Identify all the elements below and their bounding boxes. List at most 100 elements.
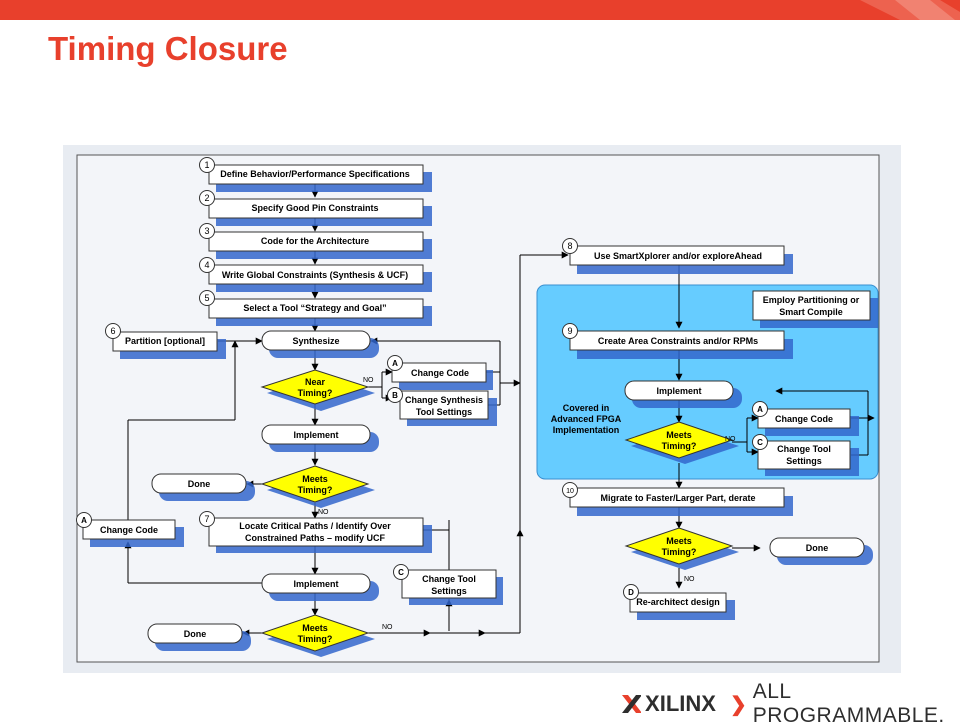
- decision-meets-timing-2: Meets Timing?: [260, 614, 375, 657]
- meets-2-line2: Timing?: [298, 634, 333, 644]
- terminal-synthesize: Synthesize: [261, 330, 379, 358]
- step-4-global-constraints: 4 Write Global Constraints (Synthesis & …: [199, 257, 432, 292]
- implement-3-label: Implement: [656, 386, 701, 396]
- step-10-number: 10: [566, 488, 574, 495]
- a1-label: Change Code: [411, 368, 469, 378]
- step-5-number: 5: [204, 293, 209, 303]
- side-box-rearchitect-d1: D Re-architect design: [623, 584, 735, 620]
- step-7-number: 7: [204, 514, 209, 524]
- no-label-near: NO: [363, 377, 374, 384]
- step-1-number: 1: [204, 160, 209, 170]
- no-label-meets1: NO: [318, 509, 329, 516]
- xilinx-logo-icon: [622, 695, 642, 713]
- footer-tagline: ALL PROGRAMMABLE.: [752, 680, 945, 727]
- c2-line2: Settings: [786, 456, 822, 466]
- step-5-select-tool: 5 Select a Tool “Strategy and Goal”: [199, 290, 432, 326]
- side-box-change-tool-c1: C Change Tool Settings: [393, 564, 503, 605]
- decision-meets-timing-3: Meets Timing?: [624, 421, 739, 464]
- step-7-label-line1: Locate Critical Paths / Identify Over: [239, 521, 391, 531]
- terminal-implement-2: Implement: [261, 573, 379, 601]
- step-10-label: Migrate to Faster/Larger Part, derate: [600, 493, 755, 503]
- terminal-done-3: Done: [769, 537, 873, 565]
- side-box-change-code-a2: A Change Code: [76, 512, 184, 547]
- step-2-number: 2: [204, 193, 209, 203]
- synthesize-label: Synthesize: [292, 336, 339, 346]
- decision-meets-timing-1: Meets Timing?: [260, 465, 375, 508]
- step-2-pin-constraints: 2 Specify Good Pin Constraints: [199, 190, 432, 226]
- side-box-change-code-a1: A Change Code: [387, 355, 493, 390]
- c1-line1: Change Tool: [422, 574, 476, 584]
- implement-2-label: Implement: [293, 579, 338, 589]
- near-timing-line2: Timing?: [298, 388, 333, 398]
- step-8-number: 8: [567, 241, 572, 251]
- step-7-label-line2: Constrained Paths – modify UCF: [245, 533, 386, 543]
- note-advanced-line2: Advanced FPGA: [551, 414, 622, 424]
- c1-letter: C: [398, 568, 404, 577]
- meets-4-line2: Timing?: [662, 547, 697, 557]
- step-1-define-specs: 1 Define Behavior/Performance Specificat…: [199, 157, 432, 192]
- a3-label: Change Code: [775, 414, 833, 424]
- top-accent-bar: [0, 0, 960, 20]
- step-6-partition: 6 Partition [optional]: [105, 323, 226, 359]
- b1-line1: Change Synthesis: [405, 395, 483, 405]
- terminal-done-1: Done: [151, 473, 255, 501]
- footer-brand: XILINX: [645, 691, 716, 716]
- step-2-label: Specify Good Pin Constraints: [251, 203, 378, 213]
- note-advanced-line3: Implementation: [553, 425, 620, 435]
- step-5-label: Select a Tool “Strategy and Goal”: [243, 303, 386, 313]
- step-6-number: 6: [110, 326, 115, 336]
- step-4-number: 4: [204, 260, 209, 270]
- d1-label: Re-architect design: [636, 597, 720, 607]
- step-4-label: Write Global Constraints (Synthesis & UC…: [222, 270, 408, 280]
- step-3-number: 3: [204, 226, 209, 236]
- a2-letter: A: [81, 516, 87, 525]
- done-2-label: Done: [184, 629, 207, 639]
- a3-letter: A: [757, 405, 763, 414]
- step-3-code-architecture: 3 Code for the Architecture: [199, 223, 432, 259]
- meets-1-line2: Timing?: [298, 485, 333, 495]
- step-8-label: Use SmartXplorer and/or exploreAhead: [594, 251, 762, 261]
- c2-line1: Change Tool: [777, 444, 831, 454]
- meets-4-line1: Meets: [666, 536, 692, 546]
- decision-meets-timing-4: Meets Timing?: [624, 527, 739, 570]
- d1-letter: D: [628, 588, 634, 597]
- meets-3-line1: Meets: [666, 430, 692, 440]
- chevron-right-icon: ❯: [729, 693, 747, 716]
- step-1-label: Define Behavior/Performance Specificatio…: [220, 169, 410, 179]
- step-6-label: Partition [optional]: [125, 336, 205, 346]
- side-box-change-tool-c2: C Change Tool Settings: [752, 434, 859, 476]
- step-3-label: Code for the Architecture: [261, 236, 369, 246]
- implement-1-label: Implement: [293, 430, 338, 440]
- note-partitioning-line1: Employ Partitioning or: [763, 295, 860, 305]
- no-label-meets3: NO: [725, 436, 736, 443]
- step-9-label: Create Area Constraints and/or RPMs: [598, 336, 758, 346]
- step-9-area-constraints: 9 Create Area Constraints and/or RPMs: [562, 323, 793, 359]
- c1-line2: Settings: [431, 586, 467, 596]
- c2-letter: C: [757, 438, 763, 447]
- side-box-change-synthesis-b1: B Change Synthesis Tool Settings: [387, 387, 497, 426]
- b1-letter: B: [392, 391, 398, 400]
- step-7-critical-paths: 7 Locate Critical Paths / Identify Over …: [199, 511, 432, 553]
- done-1-label: Done: [188, 479, 211, 489]
- meets-2-line1: Meets: [302, 623, 328, 633]
- note-partitioning: Employ Partitioning or Smart Compile: [752, 290, 878, 328]
- no-label-meets4: NO: [684, 576, 695, 583]
- step-8-smartxplorer: 8 Use SmartXplorer and/or exploreAhead: [562, 238, 793, 274]
- a2-label: Change Code: [100, 525, 158, 535]
- step-10-migrate: 10 Migrate to Faster/Larger Part, derate: [562, 482, 793, 516]
- decision-near-timing: Near Timing?: [260, 369, 375, 411]
- meets-3-line2: Timing?: [662, 441, 697, 451]
- terminal-done-2: Done: [147, 623, 251, 651]
- b1-line2: Tool Settings: [416, 407, 472, 417]
- terminal-implement-1: Implement: [261, 424, 379, 452]
- a1-letter: A: [392, 359, 398, 368]
- meets-1-line1: Meets: [302, 474, 328, 484]
- note-advanced-line1: Covered in: [563, 403, 610, 413]
- near-timing-line1: Near: [305, 377, 326, 387]
- no-label-meets2: NO: [382, 624, 393, 631]
- side-box-change-code-a3: A Change Code: [752, 401, 859, 436]
- step-9-number: 9: [567, 326, 572, 336]
- slide-title: Timing Closure: [48, 30, 288, 67]
- note-partitioning-line2: Smart Compile: [779, 307, 843, 317]
